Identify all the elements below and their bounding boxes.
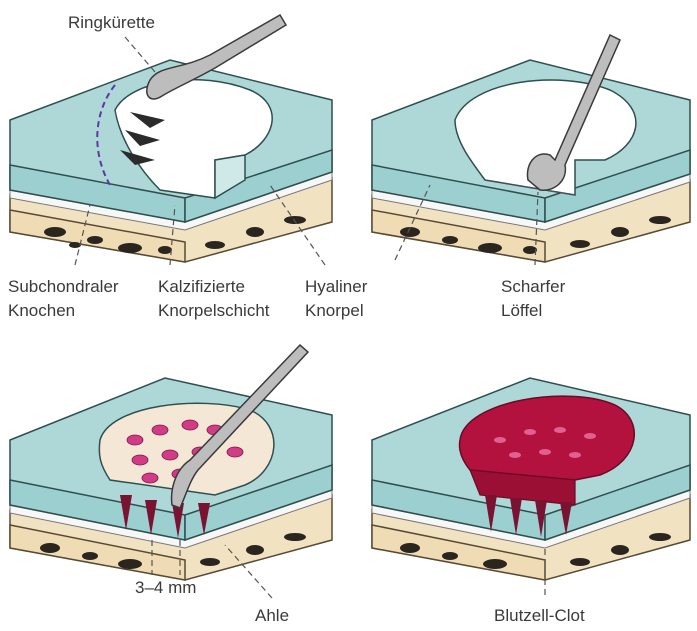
label-hyaliner-1: Hyaliner bbox=[305, 277, 368, 296]
label-kalz-1: Kalzifizierte bbox=[158, 277, 245, 296]
label-subchondral-2: Knochen bbox=[8, 301, 75, 320]
label-clot: Blutzell-Clot bbox=[494, 606, 585, 625]
label-scharfer-2: Löffel bbox=[501, 301, 542, 320]
panel-ring-curette bbox=[10, 15, 332, 265]
label-kalz-2: Knorpelschicht bbox=[158, 301, 270, 320]
label-spacing: 3–4 mm bbox=[135, 578, 196, 597]
label-ahle: Ahle bbox=[255, 606, 289, 625]
panel-awl bbox=[10, 345, 332, 598]
label-hyaliner-2: Knorpel bbox=[305, 301, 364, 320]
panel-blood-clot bbox=[372, 378, 690, 595]
panel-sharp-spoon bbox=[372, 35, 690, 265]
label-scharfer-1: Scharfer bbox=[501, 277, 566, 296]
label-subchondral-1: Subchondraler bbox=[8, 277, 119, 296]
label-ringkurette: Ringkürette bbox=[68, 13, 155, 32]
